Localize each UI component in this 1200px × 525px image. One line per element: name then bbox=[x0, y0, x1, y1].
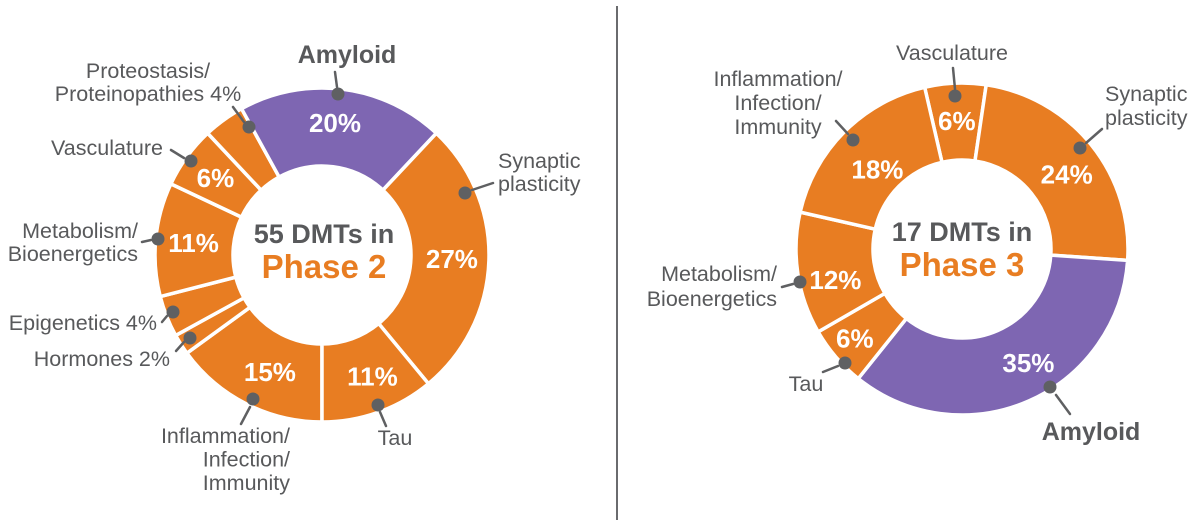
phase2-inflammation-leader-line bbox=[239, 405, 252, 426]
phase2-hormones-label: Hormones 2% bbox=[34, 347, 170, 371]
phase2-tau-leader-dot bbox=[371, 398, 385, 412]
phase2-synaptic-label-line-2: plasticity bbox=[498, 172, 581, 196]
phase3-inflammation-label-line-1: Inflammation/ bbox=[713, 67, 842, 91]
phase2-segment-tau bbox=[320, 321, 431, 424]
phase3-tau-leader-dot bbox=[838, 356, 852, 370]
phase3-synaptic-label-line-2: plasticity bbox=[1105, 106, 1188, 130]
phase3-synaptic-leader-dot bbox=[1073, 141, 1087, 155]
phase3-pct-label-inflammation-infection-immunity: 18% bbox=[851, 155, 903, 185]
phase2-hormones-leader-dot bbox=[183, 331, 197, 345]
phase2-synaptic-leader-dot bbox=[458, 186, 472, 200]
phase2-proteostasis-leader-dot bbox=[242, 120, 256, 134]
phase2-amyloid-leader-line bbox=[333, 70, 339, 89]
phase2-metabolism-label-line-2: Bioenergetics bbox=[8, 242, 138, 266]
phase3-pct-label-vasculature: 6% bbox=[938, 106, 976, 136]
phase2-proteostasis-leader-line bbox=[231, 105, 246, 124]
phase2-proteostasis-label-line-2: Proteinopathies 4% bbox=[55, 82, 241, 106]
phase3-pct-label-metabolism-bioenergetics: 12% bbox=[809, 265, 861, 295]
phase3-vasculature-label: Vasculature bbox=[896, 41, 1008, 65]
phase2-proteostasis-label-line-1: Proteostasis/ bbox=[86, 59, 210, 83]
phase2-epigenetics-leader-line bbox=[160, 314, 169, 324]
phase2-pct-label-amyloid: 20% bbox=[309, 108, 361, 138]
phase3-amyloid-label: Amyloid bbox=[1042, 418, 1141, 446]
phase3-metabolism-leader-dot bbox=[793, 275, 807, 289]
phase3-amyloid-leader-line bbox=[1054, 393, 1072, 416]
phase2-tau-leader-line bbox=[378, 410, 388, 428]
phase3-inflammation-leader-line bbox=[834, 119, 850, 136]
phase2-pct-label-tau: 11% bbox=[347, 361, 398, 391]
phase2-pct-label-inflammation-infection-immunity: 15% bbox=[244, 357, 296, 387]
phase2-inflammation-label-line-3: Immunity bbox=[203, 471, 290, 495]
phase3-inflammation-label-line-3: Immunity bbox=[734, 115, 821, 139]
phase2-inflammation-label-line-1: Inflammation/ bbox=[161, 424, 290, 448]
phase2-segment-amyloid bbox=[239, 86, 439, 192]
phase2-vasculature-label: Vasculature bbox=[51, 136, 163, 160]
phase3-pct-label-amyloid: 35% bbox=[1002, 348, 1054, 378]
phase3-vasculature-leader-line bbox=[951, 66, 957, 91]
phase3-center-count-label: 17 DMTs in bbox=[892, 217, 1033, 247]
phase2-metabolism-leader-line bbox=[140, 238, 153, 244]
phase2-amyloid-label: Amyloid bbox=[298, 41, 397, 69]
phase3-tau-leader-line bbox=[821, 364, 840, 374]
phase2-inflammation-label-line-2: Infection/ bbox=[203, 448, 290, 472]
phase2-tau-label: Tau bbox=[378, 426, 413, 450]
phase2-center-count-label: 55 DMTs in bbox=[254, 219, 395, 249]
phase3-amyloid-leader-dot bbox=[1043, 380, 1057, 394]
phase3-inflammation-label-line-2: Infection/ bbox=[734, 91, 821, 115]
phase2-pct-label-metabolism-bioenergetics: 11% bbox=[168, 228, 219, 258]
phase2-inflammation-leader-dot bbox=[246, 392, 260, 406]
phase3-metabolism-label-line-1: Metabolism/ bbox=[661, 262, 777, 286]
phase2-epigenetics-leader-dot bbox=[166, 305, 180, 319]
phase2-epigenetics-label: Epigenetics 4% bbox=[9, 311, 157, 335]
phase2-metabolism-label-line-1: Metabolism/ bbox=[22, 219, 138, 243]
phase3-segment-amyloid bbox=[856, 253, 1130, 417]
phase2-vasculature-leader-dot bbox=[184, 154, 198, 168]
phase2-vasculature-leader-line bbox=[169, 148, 186, 160]
phase2-pct-label-vasculature: 6% bbox=[197, 163, 235, 193]
phase2-metabolism-leader-dot bbox=[151, 232, 165, 246]
phase3-metabolism-leader-line bbox=[780, 282, 795, 289]
phase3-center-phase-label: Phase 3 bbox=[900, 246, 1025, 283]
phase2-hormones-leader-line bbox=[174, 340, 186, 353]
phase3-tau-label: Tau bbox=[789, 372, 824, 396]
phase2-synaptic-leader-line bbox=[470, 181, 495, 192]
phase2-synaptic-label-line-1: Synaptic bbox=[498, 149, 581, 173]
phase3-segment-inflammation-infection-immunity bbox=[798, 85, 944, 231]
phase3-inflammation-leader-dot bbox=[846, 133, 860, 147]
phase3-metabolism-label-line-2: Bioenergetics bbox=[647, 287, 777, 311]
phase3-pct-label-synaptic-plasticity: 24% bbox=[1041, 160, 1093, 190]
phase2-pct-label-synaptic-plasticity: 27% bbox=[426, 244, 478, 274]
phase2-center-phase-label: Phase 2 bbox=[262, 248, 387, 285]
phase2-amyloid-leader-dot bbox=[331, 87, 345, 101]
phase3-segment-synaptic-plasticity bbox=[973, 83, 1130, 263]
phase3-synaptic-leader-line bbox=[1084, 127, 1104, 145]
phase3-synaptic-label-line-1: Synaptic bbox=[1105, 82, 1188, 106]
phase3-vasculature-leader-dot bbox=[948, 89, 962, 103]
phase3-pct-label-tau: 6% bbox=[836, 323, 874, 353]
